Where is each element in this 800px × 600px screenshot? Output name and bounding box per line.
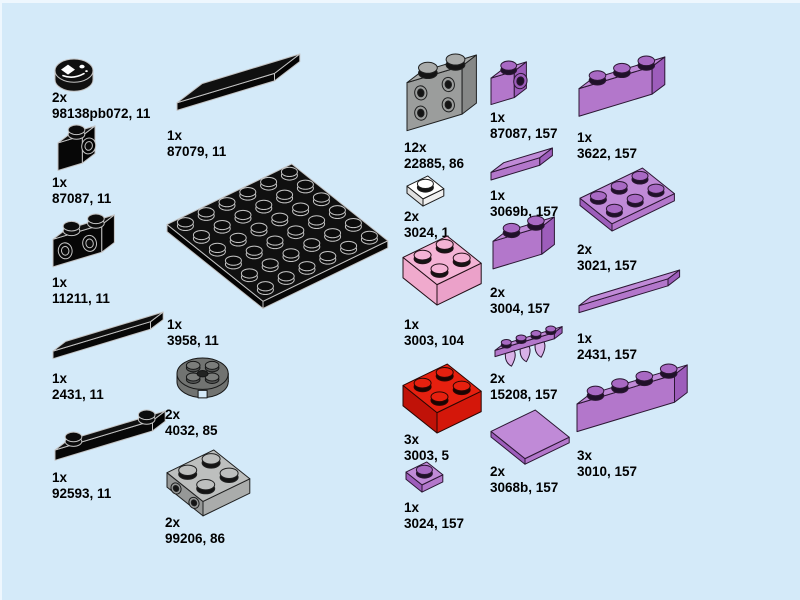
part-code: 3024, 157 bbox=[404, 515, 465, 531]
part-code: 87087, 157 bbox=[490, 125, 558, 141]
part-code: 92593, 11 bbox=[52, 485, 112, 501]
tile-1x2-lavender-graphic bbox=[490, 147, 553, 181]
tile-2x4-black-graphic bbox=[176, 53, 301, 111]
part-code: 3021, 157 bbox=[577, 257, 638, 273]
part-qty: 1x bbox=[404, 317, 420, 332]
part-code: 2431, 11 bbox=[52, 386, 104, 402]
part-code: 3069b, 157 bbox=[490, 203, 559, 219]
part-qty: 1x bbox=[167, 317, 183, 332]
plate-1x1-white-graphic bbox=[406, 175, 445, 207]
part-code: 22885, 86 bbox=[404, 155, 465, 171]
brick-1x4-lavender-graphic bbox=[576, 363, 688, 433]
part-code: 4032, 85 bbox=[165, 422, 218, 438]
part-qty: 1x bbox=[577, 130, 593, 145]
part-code: 98138pb072, 11 bbox=[52, 105, 151, 121]
plate-1x1-lavender-graphic bbox=[405, 461, 444, 493]
tile-1x4-black-graphic bbox=[52, 311, 164, 360]
part-qty: 1x bbox=[404, 500, 420, 515]
part-code: 15208, 157 bbox=[490, 386, 558, 402]
part-qty: 2x bbox=[52, 90, 68, 105]
part-code: 3958, 11 bbox=[167, 332, 219, 348]
part-qty: 1x bbox=[52, 275, 68, 290]
part-qty: 3x bbox=[404, 432, 420, 447]
plate-6x6-black-graphic bbox=[166, 163, 389, 309]
part-qty: 2x bbox=[577, 242, 593, 257]
part-code: 3010, 157 bbox=[577, 463, 638, 479]
tile-round-1x1-printed-black-graphic bbox=[54, 58, 94, 92]
plate-2x2-side-studs-gray-graphic bbox=[166, 449, 251, 517]
part-qty: 2x bbox=[404, 209, 420, 224]
part-code: 3024, 1 bbox=[404, 224, 450, 240]
brick-1x2x2-side-studs-gray-graphic bbox=[406, 53, 477, 132]
part-qty: 1x bbox=[52, 371, 68, 386]
brick-2x2-pink-graphic bbox=[402, 235, 482, 306]
plate-2x3-lavender-graphic bbox=[579, 167, 675, 232]
part-qty: 2x bbox=[490, 285, 506, 300]
part-qty: 2x bbox=[165, 407, 181, 422]
part-code: 3003, 104 bbox=[404, 332, 465, 348]
part-code: 99206, 86 bbox=[165, 530, 226, 546]
part-qty: 2x bbox=[490, 371, 506, 386]
part-qty: 1x bbox=[52, 175, 68, 190]
part-code: 11211, 11 bbox=[52, 290, 110, 306]
tile-2x2-lavender-graphic bbox=[490, 409, 570, 465]
part-code: 3068b, 157 bbox=[490, 479, 559, 495]
brick-2x2-red-graphic bbox=[402, 363, 482, 434]
plate-1x4-two-studs-black-graphic bbox=[54, 409, 166, 461]
part-qty: 1x bbox=[167, 128, 183, 143]
brick-1x3-lavender-graphic bbox=[578, 55, 666, 117]
part-code: 87087, 11 bbox=[52, 190, 112, 206]
tile-1x4-lavender-graphic bbox=[578, 269, 681, 314]
part-code: 87079, 11 bbox=[167, 143, 227, 159]
part-qty: 1x bbox=[490, 110, 506, 125]
part-qty: 12x bbox=[404, 140, 427, 155]
plate-1x4-three-teeth-lavender-graphic bbox=[494, 325, 563, 367]
part-qty: 1x bbox=[52, 470, 68, 485]
brick-1x1-side-stud-black-graphic bbox=[57, 124, 97, 172]
part-qty: 3x bbox=[577, 448, 593, 463]
brick-1x2-lavender-graphic bbox=[492, 215, 555, 270]
part-qty: 2x bbox=[165, 515, 181, 530]
part-code: 3622, 157 bbox=[577, 145, 638, 161]
part-qty: 2x bbox=[490, 464, 506, 479]
part-code: 3004, 157 bbox=[490, 300, 551, 316]
part-code: 3003, 5 bbox=[404, 447, 450, 463]
part-code: 2431, 157 bbox=[577, 346, 638, 362]
brick-1x2-side-studs-black-graphic bbox=[52, 213, 115, 268]
part-qty: 1x bbox=[577, 331, 593, 346]
brick-1x1-side-stud-lavender-graphic bbox=[490, 60, 528, 106]
part-qty: 1x bbox=[490, 188, 506, 203]
plate-round-2x2-dark-gray-graphic bbox=[176, 357, 229, 399]
